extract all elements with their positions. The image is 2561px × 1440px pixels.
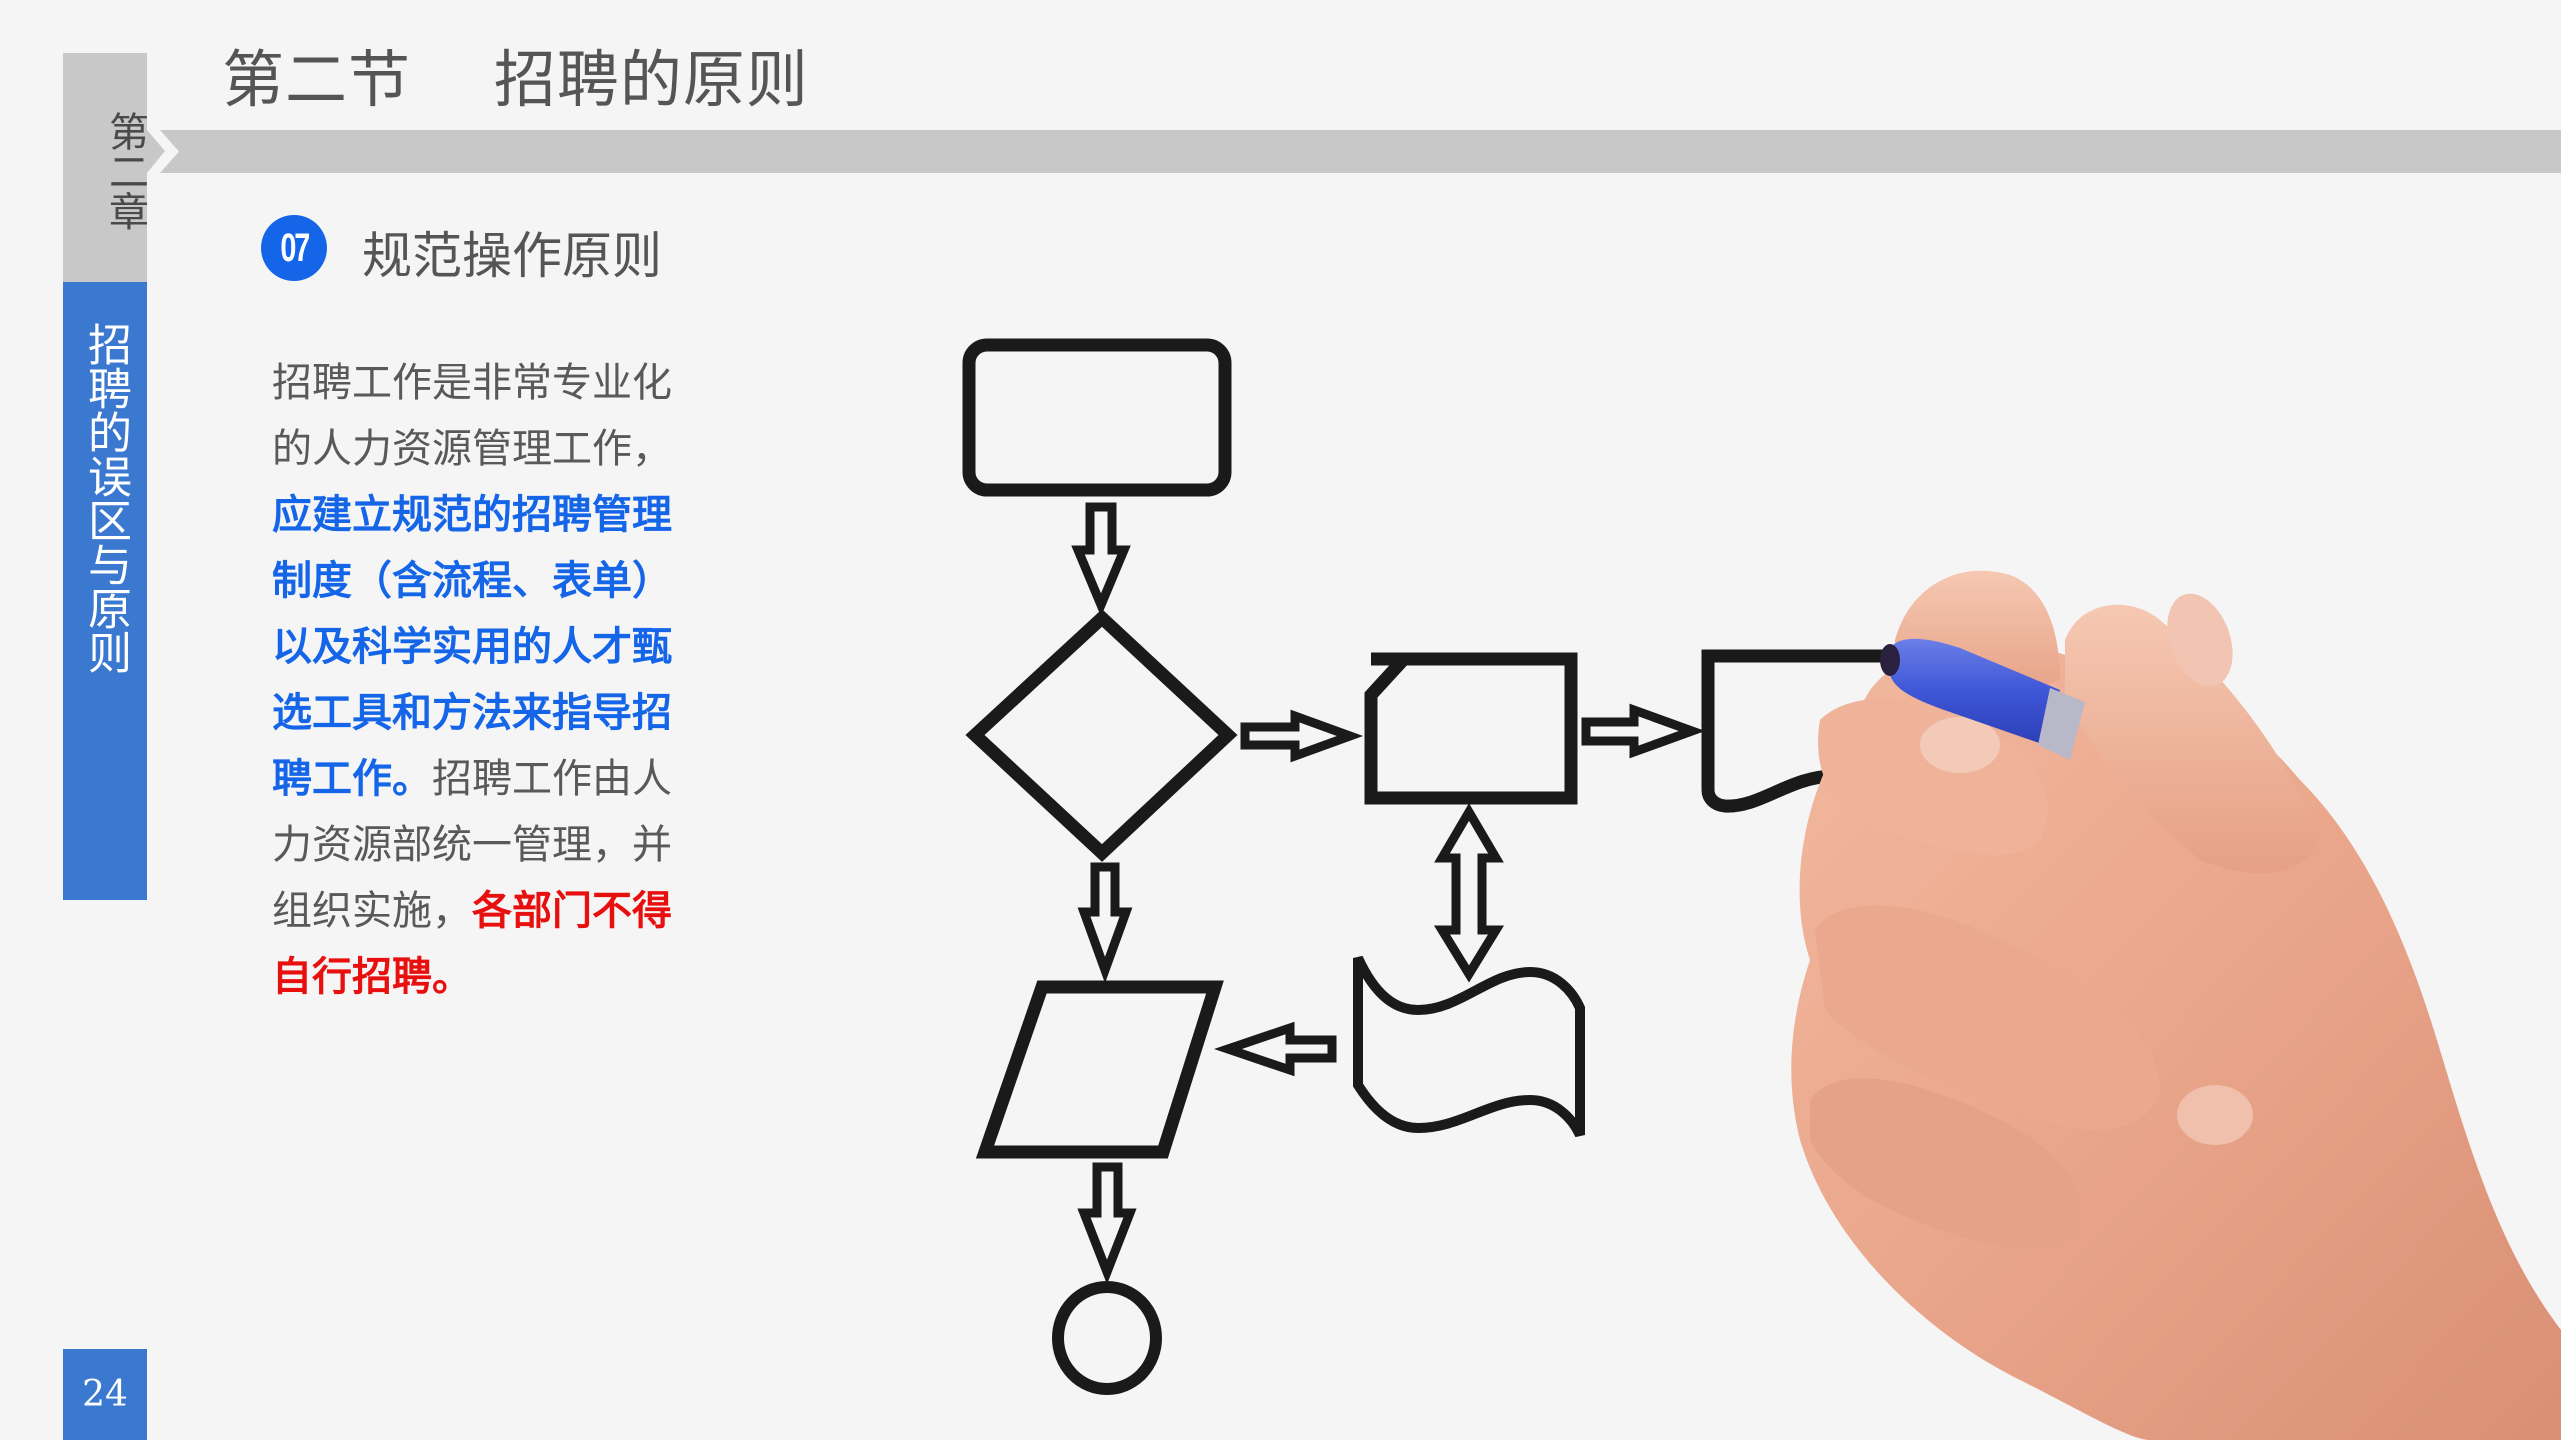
flowchart-decision-shape — [965, 609, 1238, 862]
page-title: 第二节 招聘的原则 — [222, 43, 809, 116]
subsection-title: 规范操作原则 — [362, 227, 662, 285]
marker-pen-tip — [1880, 644, 1900, 676]
hand-with-marker-image — [1791, 570, 2561, 1440]
section-sidebar-label: 招聘的误区与原则 — [80, 322, 131, 674]
chapter-label: 第二章 — [102, 111, 148, 231]
flowchart-data-shape — [975, 980, 1224, 1159]
arrow-down-icon — [1077, 1162, 1137, 1285]
page-number: 24 — [63, 1349, 147, 1440]
arrow-right-icon — [1581, 703, 1706, 759]
hand-little-finger — [1810, 1078, 2082, 1249]
chapter-tab — [63, 53, 147, 282]
double-arrow-icon — [1433, 803, 1505, 983]
arrow-down-icon — [1077, 862, 1133, 984]
section-sidebar — [63, 282, 147, 900]
marker-pen-icon — [1890, 638, 2060, 745]
flowchart-start-shape — [962, 338, 1232, 497]
chapter-tab-pointer — [147, 130, 165, 173]
body-text-emphasis-red: 各部门不得自行招聘。 — [272, 888, 672, 1000]
body-paragraph: 招聘工作是非常专业化的人力资源管理工作， 应建立规范的招聘管理制度（含流程、表单）… — [272, 350, 702, 1010]
body-text-middle: 招聘工作由人力资源部统一管理，并组织实施， — [272, 756, 672, 934]
hand-ring-finger — [1815, 905, 2160, 1130]
arrow-right-icon — [1240, 709, 1364, 763]
arrow-left-icon — [1213, 1021, 1337, 1077]
subsection-number: 07 — [280, 226, 310, 270]
flowchart-tape-shape — [1353, 955, 1585, 1138]
flowchart-end-shape — [1052, 1281, 1162, 1395]
body-text-emphasis-blue: 应建立规范的招聘管理制度（含流程、表单）以及科学实用的人才甄选工具和方法来指导招… — [272, 492, 672, 802]
arrow-down-icon — [1071, 502, 1131, 617]
hand-fingernail — [2167, 593, 2233, 687]
header-divider-bar — [160, 130, 2561, 173]
subsection-number-badge: 07 — [261, 215, 327, 281]
hand-fingernail — [2177, 1085, 2253, 1145]
body-text-intro: 招聘工作是非常专业化的人力资源管理工作， — [272, 360, 672, 472]
hand-fingernail — [1920, 717, 2000, 773]
marker-pen-band — [2038, 688, 2085, 760]
hand-thumb — [2065, 604, 2320, 874]
flowchart-card-shape — [1364, 652, 1578, 805]
